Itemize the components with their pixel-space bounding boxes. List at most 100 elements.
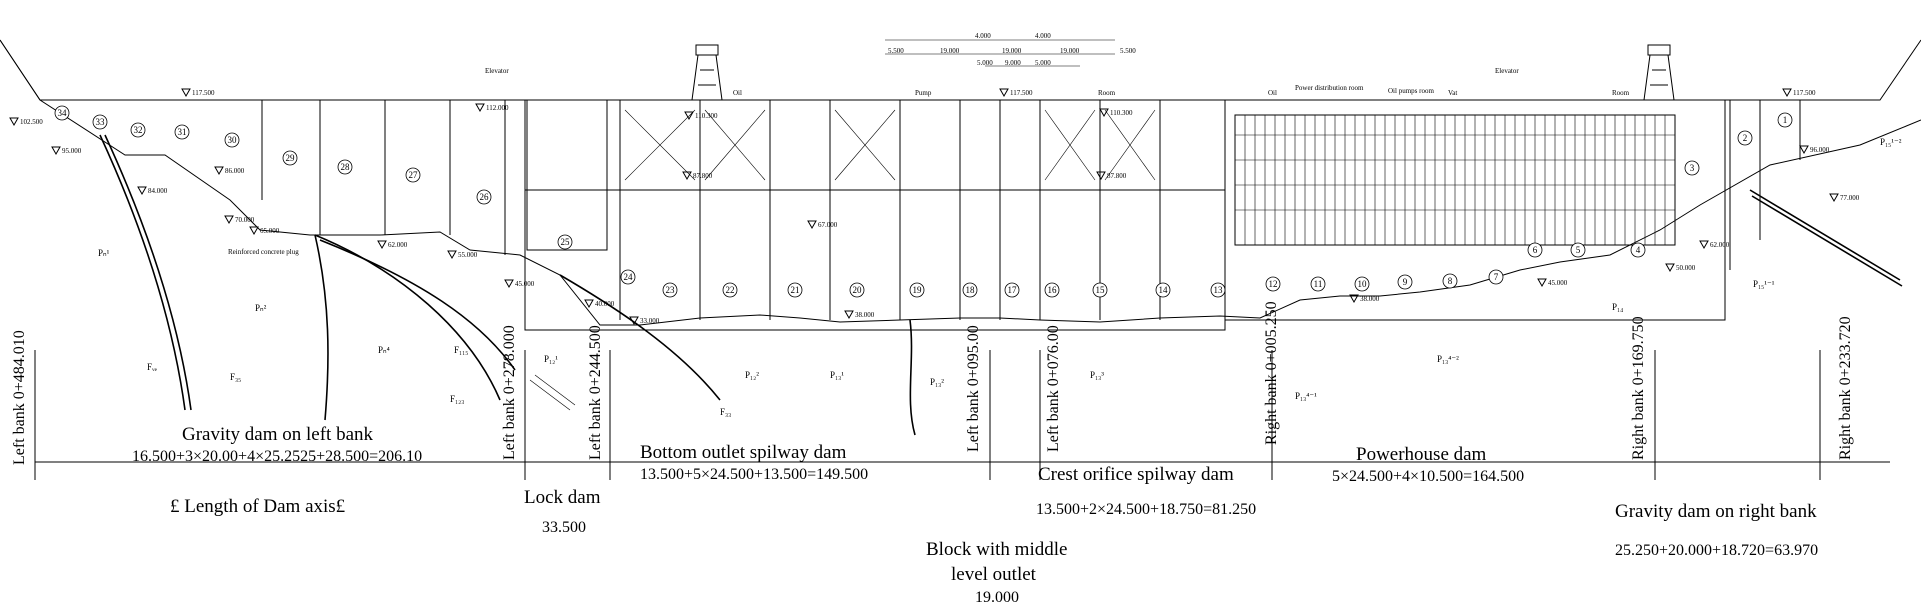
room-label: Pump [915,89,932,97]
section-formula: 25.250+20.000+18.720=63.970 [1615,542,1818,559]
section-formula: 33.500 [542,519,586,536]
room-label: Oil pumps room [1388,87,1434,95]
geology-label: P₁₃² [930,377,944,387]
svg-text:3: 3 [1690,163,1695,173]
svg-text:1: 1 [1783,115,1788,125]
svg-text:110.300: 110.300 [695,112,718,120]
geology-label: F₁₁₅ [454,345,468,355]
geology-label: P₁₃³ [1090,370,1104,380]
block-number: 32 [130,122,146,138]
dim: 5.000 [1035,59,1051,67]
block-number: 20 [849,282,865,298]
block-number: 8 [1442,273,1458,289]
svg-text:2: 2 [1743,133,1748,143]
svg-text:8: 8 [1448,276,1453,286]
svg-text:29: 29 [286,153,296,163]
svg-text:24: 24 [624,272,634,282]
svg-text:117.500: 117.500 [1793,89,1816,97]
svg-text:62.000: 62.000 [388,241,408,249]
svg-text:7: 7 [1494,272,1499,282]
section-formula: 13.500+5×24.500+13.500=149.500 [640,466,868,483]
station-label: Left bank 0+278.000 [501,325,518,460]
elevation-marker: 117.500 [1782,88,1816,98]
elevation-marker: 84.000 [137,186,168,196]
block-number: 3 [1684,160,1700,176]
geology-label: F₃₃ [720,407,731,417]
svg-text:20: 20 [853,285,863,295]
svg-text:38.000: 38.000 [1360,295,1380,303]
station-label: Left bank 0+095.00 [965,325,982,452]
station-label: Right bank 0+169.750 [1630,316,1647,460]
misc-labels: Elevator Elevator Reinforced concrete pl… [228,67,1630,256]
dim: 4.000 [975,32,991,40]
geology-label: Pₙ² [255,303,267,313]
block-number: 21 [787,282,803,298]
svg-text:12: 12 [1269,279,1278,289]
block-number: 7 [1488,269,1504,285]
room-label: Vat [1448,89,1457,97]
svg-text:96.000: 96.000 [1810,146,1830,154]
elevation-marker: 33.000 [629,316,660,326]
elevation-marker: 45.000 [504,279,535,289]
dim: 19.000 [940,47,960,55]
elevation-marker: 55.000 [447,250,478,260]
dim: 5.500 [1120,47,1136,55]
svg-text:84.000: 84.000 [148,187,168,195]
svg-text:19: 19 [913,285,923,295]
geology-label: F₁₂₃ [450,394,464,404]
elevation-marker: 117.500 [999,88,1033,98]
dim: 19.000 [1002,47,1022,55]
svg-text:117.500: 117.500 [192,89,215,97]
section-name: Gravity dam on left bank [182,424,374,445]
block-number: 6 [1527,242,1543,258]
svg-text:65.000: 65.000 [260,227,280,235]
block-number: 16 [1044,282,1060,298]
svg-text:22: 22 [726,285,735,295]
block-number: 27 [405,167,421,183]
svg-text:11: 11 [1314,279,1323,289]
block-number: 5 [1570,242,1586,258]
svg-text:86.000: 86.000 [225,167,245,175]
dim: 9.000 [1005,59,1021,67]
block-number: 18 [962,282,978,298]
svg-text:30: 30 [228,135,238,145]
svg-text:55.000: 55.000 [458,251,478,259]
top-dimensions: 5.500 19.000 19.000 19.000 5.500 4.000 4… [885,32,1136,67]
block-number: 9 [1397,274,1413,290]
svg-text:5: 5 [1576,245,1581,255]
section-formula: 5×24.500+4×10.500=164.500 [1332,468,1524,485]
svg-text:70.000: 70.000 [235,216,255,224]
geology-label: F₃₅ [230,372,241,382]
elevation-marker: 38.000 [1349,294,1380,304]
block-number: 4 [1630,242,1646,258]
section-name: Lock dam [524,487,601,508]
svg-text:9: 9 [1403,277,1408,287]
room-label: Room [1612,89,1630,97]
svg-text:87.800: 87.800 [1107,172,1127,180]
svg-text:77.000: 77.000 [1840,194,1860,202]
svg-text:112.000: 112.000 [486,104,509,112]
elevation-markers: 117.500102.50095.00084.00086.00070.00065… [9,88,1860,326]
svg-text:33.000: 33.000 [640,317,660,325]
block-number: 34 [54,105,70,121]
svg-text:62.000: 62.000 [1710,241,1730,249]
elevation-marker: 62.000 [1699,240,1730,250]
geology-label: P₁₂¹ [544,354,558,364]
geology-label: P₁₃⁴⁻¹ [1295,391,1317,401]
svg-text:40.000: 40.000 [595,300,615,308]
geology-label: Fᵥₑ [147,362,158,372]
svg-text:15: 15 [1096,285,1106,295]
block-number: 24 [620,269,636,285]
room-label: Room [1098,89,1116,97]
svg-text:34: 34 [58,108,68,118]
block-number: 25 [557,234,573,250]
svg-text:13: 13 [1214,285,1224,295]
svg-text:10: 10 [1358,279,1368,289]
block-number: 29 [282,150,298,166]
elevation-marker: 40.000 [584,299,615,309]
block-number: 12 [1265,276,1281,292]
elevation-marker: 102.500 [9,117,43,127]
elevation-marker: 62.000 [377,240,408,250]
svg-text:21: 21 [791,285,800,295]
